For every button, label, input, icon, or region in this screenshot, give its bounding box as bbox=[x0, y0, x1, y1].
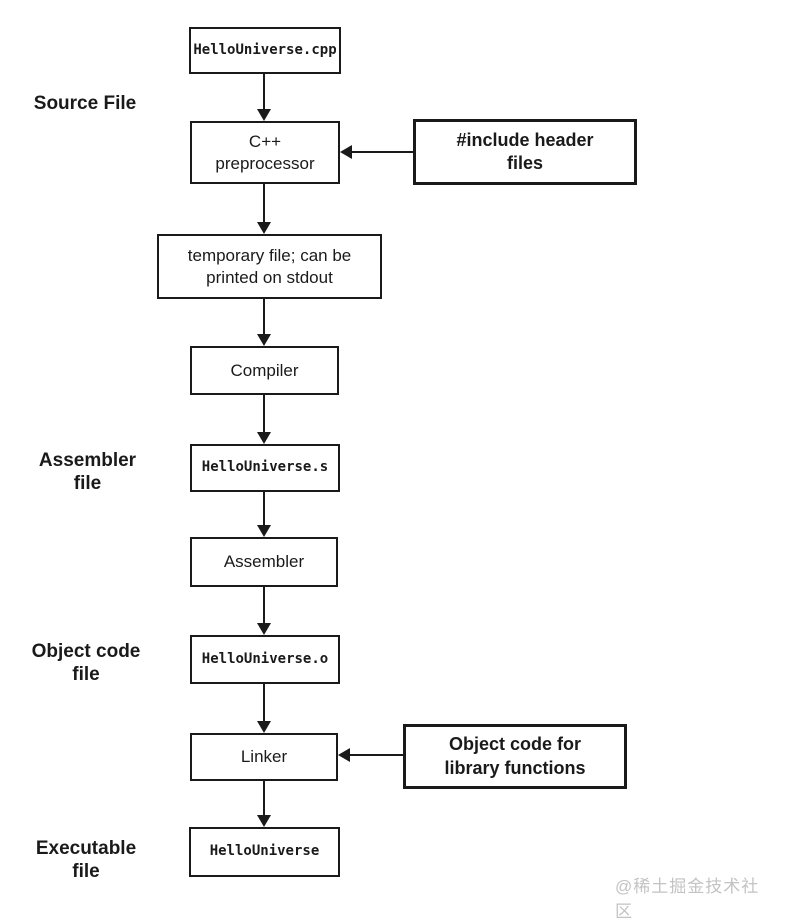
node-executable: HelloUniverse bbox=[189, 827, 340, 877]
node-assembler: Assembler bbox=[190, 537, 338, 587]
node-object-file-o: HelloUniverse.o bbox=[190, 635, 340, 684]
node-compiler: Compiler bbox=[190, 346, 339, 395]
arrowhead-down-icon bbox=[257, 334, 271, 346]
node-assembler-file-s: HelloUniverse.s bbox=[190, 444, 340, 492]
label-executable-file: Executable file bbox=[35, 838, 137, 882]
label-object-code-file: Object code file bbox=[31, 641, 141, 685]
callout-include-headers: #include header files bbox=[413, 119, 637, 185]
label-source-file: Source File bbox=[33, 93, 137, 114]
arrowhead-down-icon bbox=[257, 109, 271, 121]
arrowhead-down-icon bbox=[257, 815, 271, 827]
node-preprocessor: C++ preprocessor bbox=[190, 121, 340, 184]
arrowhead-down-icon bbox=[257, 432, 271, 444]
node-temporary-file: temporary file; can be printed on stdout bbox=[157, 234, 382, 299]
node-linker: Linker bbox=[190, 733, 338, 781]
arrowhead-left-icon bbox=[340, 145, 352, 159]
arrowhead-down-icon bbox=[257, 525, 271, 537]
arrowhead-down-icon bbox=[257, 222, 271, 234]
arrowhead-left-icon bbox=[338, 748, 350, 762]
watermark-text: @稀土掘金技术社区 bbox=[615, 877, 760, 918]
arrowhead-down-icon bbox=[257, 721, 271, 733]
label-assembler-file: Assembler file bbox=[38, 450, 137, 494]
arrowhead-down-icon bbox=[257, 623, 271, 635]
callout-library-object-code: Object code for library functions bbox=[403, 724, 627, 789]
node-source-file-cpp: HelloUniverse.cpp bbox=[189, 27, 341, 74]
